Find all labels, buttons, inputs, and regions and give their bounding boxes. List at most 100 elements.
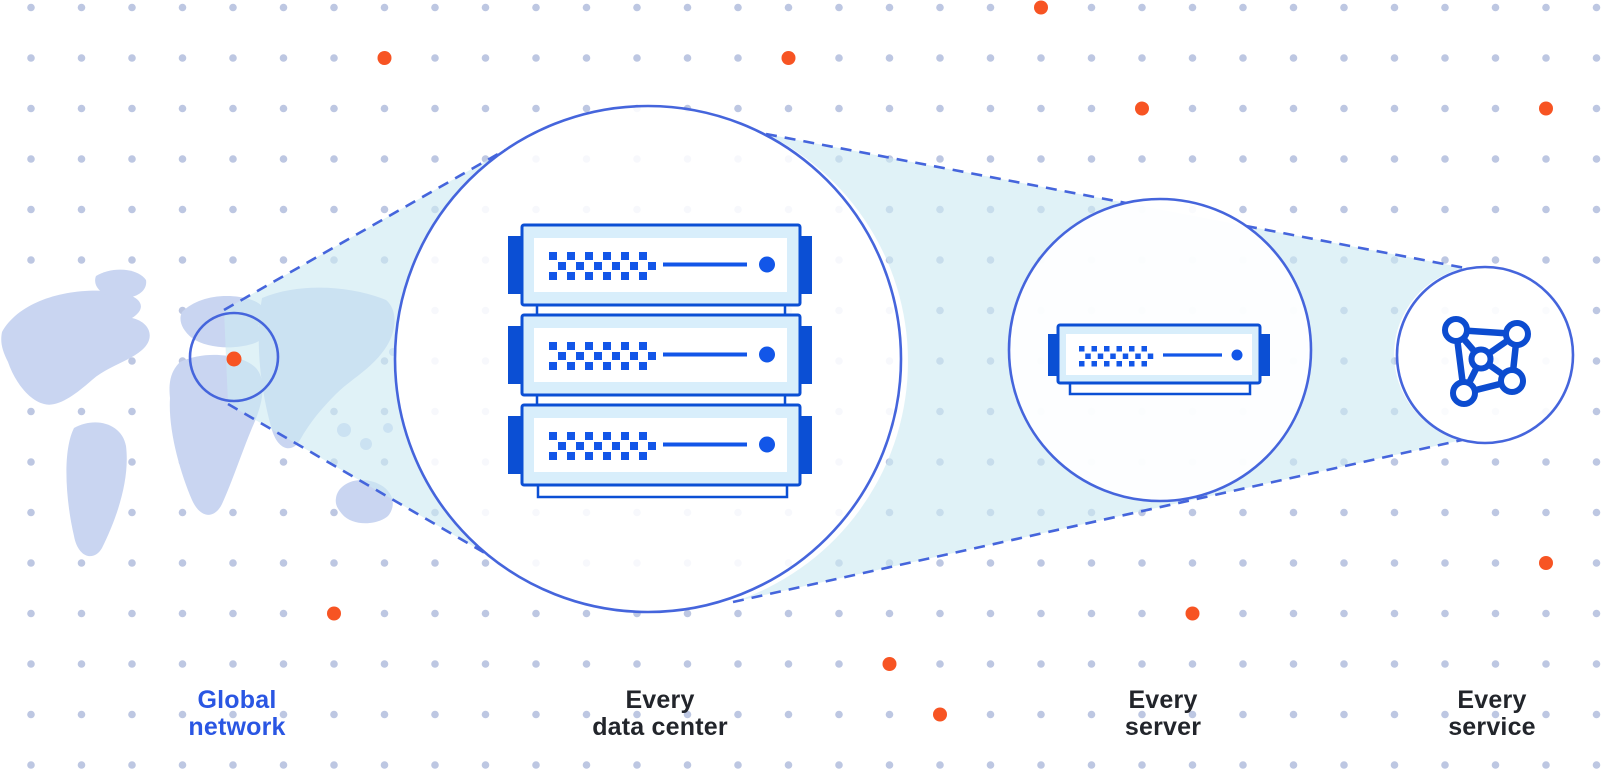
grid-dot [936, 155, 944, 163]
grid-dot [279, 559, 288, 567]
grid-dot [1441, 205, 1449, 214]
grid-dot [330, 54, 338, 62]
grid-dot [481, 104, 490, 113]
grid-dot [1138, 761, 1146, 769]
grid-dot [1542, 710, 1550, 719]
grid-dot [229, 256, 237, 264]
grid-dot [885, 761, 894, 769]
label-line: server [1124, 713, 1202, 741]
grid-dot [178, 155, 187, 163]
grid-dot [128, 205, 136, 214]
grid-dot [885, 54, 894, 62]
grid-dot [1390, 660, 1399, 668]
grid-dot [330, 660, 338, 668]
grid-dot [1592, 458, 1601, 466]
grid-dot [1340, 104, 1348, 113]
grid-dot [229, 710, 237, 719]
grid-dot [1340, 609, 1348, 618]
grid-dot [1087, 104, 1096, 113]
grid-dot [885, 3, 894, 12]
grid-dot [1390, 508, 1399, 517]
grid-dot [229, 54, 237, 62]
grid-dot [77, 205, 86, 214]
grid-dot [1390, 155, 1399, 163]
grid-dot [1491, 104, 1500, 113]
grid-dot [1441, 3, 1449, 12]
grid-dot [27, 660, 35, 668]
grid-dot [532, 761, 540, 769]
grid-dot [77, 660, 86, 668]
grid-dot [431, 559, 439, 567]
grid-dot [1592, 609, 1601, 618]
grid-dot [734, 609, 742, 618]
grid-dot [835, 3, 843, 12]
grid-dot [481, 54, 490, 62]
grid-dot [279, 710, 288, 719]
grid-dot [633, 761, 641, 769]
grid-dot [1390, 54, 1399, 62]
grid-dot [431, 761, 439, 769]
grid-dot [1239, 710, 1247, 719]
grid-dot [178, 609, 187, 618]
grid-dot [229, 155, 237, 163]
grid-dot [1491, 710, 1500, 719]
grid-dot [784, 609, 793, 618]
grid-dot [633, 660, 641, 668]
grid-dot [1340, 761, 1348, 769]
grid-dot [986, 54, 995, 62]
grid-dot [1138, 155, 1146, 163]
grid-dot [885, 104, 894, 113]
label-line: network [188, 713, 286, 741]
grid-dot [633, 710, 641, 719]
grid-dot [279, 3, 288, 12]
grid-dot [1289, 205, 1298, 214]
grid-dot [1592, 54, 1601, 62]
grid-dot [380, 710, 389, 719]
grid-dot [1037, 54, 1045, 62]
grid-dot [1441, 256, 1449, 264]
grid-dot [380, 205, 389, 214]
grid-dot [1390, 205, 1399, 214]
grid-dot [178, 256, 187, 264]
accent-dot [377, 51, 392, 65]
accent-dot [1539, 556, 1553, 570]
grid-dot [178, 508, 187, 517]
grid-dot [330, 3, 338, 12]
zoom-cone-left [224, 150, 505, 556]
map-location-dot-icon [226, 351, 242, 367]
grid-dot [1491, 559, 1500, 567]
grid-dot [1037, 559, 1045, 567]
label-every-server: Every server [1125, 687, 1201, 741]
grid-dot [128, 458, 136, 466]
grid-dot [1188, 660, 1197, 668]
grid-dot [1592, 660, 1601, 668]
grid-dot [229, 3, 237, 12]
grid-dot [77, 104, 86, 113]
grid-dot [229, 205, 237, 214]
grid-dot [1289, 104, 1298, 113]
grid-dot [1491, 54, 1500, 62]
grid-dot [1239, 155, 1247, 163]
grid-dot [1289, 155, 1298, 163]
grid-dot [1239, 3, 1247, 12]
grid-dot [1239, 104, 1247, 113]
grid-dot [1542, 54, 1550, 62]
accent-dot [1034, 0, 1048, 15]
grid-dot [986, 104, 995, 113]
accent-dot [1135, 101, 1149, 116]
grid-dot [1441, 54, 1449, 62]
grid-dot [885, 609, 894, 618]
grid-dot [734, 660, 742, 668]
grid-dot [582, 660, 591, 668]
grid-dot [27, 559, 35, 567]
grid-dot [1542, 155, 1550, 163]
grid-dot [1188, 761, 1197, 769]
grid-dot [1441, 155, 1449, 163]
grid-dot [734, 3, 742, 12]
grid-dot [784, 761, 793, 769]
grid-dot [431, 3, 439, 12]
led-checker [1079, 346, 1154, 367]
accent-dot [933, 707, 947, 722]
grid-dot [1340, 54, 1348, 62]
